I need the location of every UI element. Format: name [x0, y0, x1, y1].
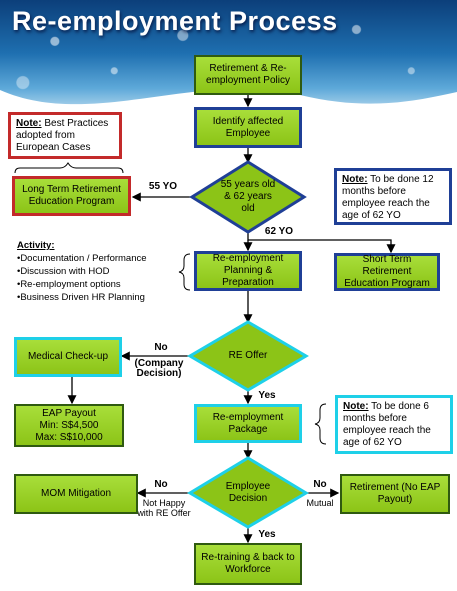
- label-mutual: Mutual: [306, 498, 334, 508]
- activity-item: •Business Driven HR Planning: [17, 292, 145, 303]
- note-text: To be done 12 months before employee rea…: [342, 174, 434, 221]
- re-offer-text: RE Offer: [228, 350, 268, 361]
- arrow-decision-62: [247, 232, 396, 254]
- package-box: Re-employment Package: [194, 404, 302, 443]
- activity-list: Activity: •Documentation / Performance •…: [17, 239, 185, 304]
- decision-diamonds: [187, 160, 309, 529]
- page-title: Re-employment Process: [12, 6, 338, 36]
- eap-max: Max: S$10,000: [35, 431, 103, 443]
- retirement-box: Retirement (No EAP Payout): [340, 474, 450, 514]
- brace-activity: [178, 253, 191, 291]
- label-no-company: No: [154, 342, 168, 353]
- long-term-box: Long Term Retirement Education Program: [12, 176, 131, 216]
- note-label: Note:: [342, 174, 368, 185]
- label-55yo: 55 YO: [148, 181, 178, 192]
- long-term-text: Long Term Retirement Education Program: [22, 184, 121, 207]
- activity-item: •Re-employment options: [17, 279, 121, 290]
- label-no-right: No: [313, 479, 327, 490]
- note-12-months: Note: To be done 12 months before employ…: [334, 168, 452, 225]
- eap-payout-box: EAP Payout Min: S$4,500 Max: S$10,000: [14, 404, 124, 447]
- note-text: Best Practices adopted from European Cas…: [16, 118, 109, 153]
- diamond-re-offer: [187, 320, 309, 392]
- age-decision-text: 55 years old & 62 years old: [220, 179, 276, 214]
- retirement-text: Retirement (No EAP Payout): [349, 482, 441, 505]
- activity-heading: Activity:: [17, 240, 55, 251]
- label-no-left: No: [154, 479, 168, 490]
- eap-min: Min: S$4,500: [39, 419, 99, 431]
- note-best-practices: Note: Best Practices adopted from Europe…: [8, 112, 122, 159]
- medical-text: Medical Check-up: [27, 351, 109, 362]
- medical-box: Medical Check-up: [14, 337, 122, 377]
- mom-mitigation-box: MOM Mitigation: [14, 474, 138, 514]
- retraining-box: Re-training & back to Workforce: [194, 543, 302, 585]
- policy-box: Retirement & Re-employment Policy: [194, 55, 302, 95]
- activity-item: •Discussion with HOD: [17, 266, 110, 277]
- diamond-age: [189, 160, 307, 234]
- label-company-decision: (Company Decision): [134, 358, 184, 379]
- label-62yo: 62 YO: [264, 226, 294, 237]
- note-text: To be done 6 months before employee reac…: [343, 401, 431, 448]
- identify-text: Identify affected Employee: [212, 115, 284, 139]
- mom-text: MOM Mitigation: [40, 488, 111, 499]
- note-label: Note:: [343, 401, 369, 412]
- brace-note6: [314, 403, 327, 445]
- identify-box: Identify affected Employee: [194, 107, 302, 148]
- package-text: Re-employment Package: [212, 411, 284, 435]
- activity-item: •Documentation / Performance: [17, 253, 147, 264]
- employee-decision-text: Employee Decision: [225, 481, 271, 504]
- retraining-text: Re-training & back to Workforce: [201, 552, 295, 575]
- label-yes-offer: Yes: [258, 390, 276, 401]
- brace-longterm: [14, 162, 124, 174]
- label-yes-bottom: Yes: [258, 529, 276, 540]
- policy-text: Retirement & Re-employment Policy: [206, 63, 290, 86]
- short-term-box: Short Term Retirement Education Program: [334, 253, 440, 291]
- note-6-months: Note: To be done 6 months before employe…: [335, 395, 453, 454]
- eap-title: EAP Payout: [42, 407, 96, 419]
- diamond-employee-decision: [187, 456, 309, 529]
- label-not-happy: Not Happy with RE Offer: [137, 498, 191, 518]
- planning-box: Re-employment Planning & Preparation: [194, 251, 302, 291]
- short-term-text: Short Term Retirement Education Program: [344, 254, 430, 289]
- planning-text: Re-employment Planning & Preparation: [212, 253, 284, 288]
- note-label: Note:: [16, 118, 42, 129]
